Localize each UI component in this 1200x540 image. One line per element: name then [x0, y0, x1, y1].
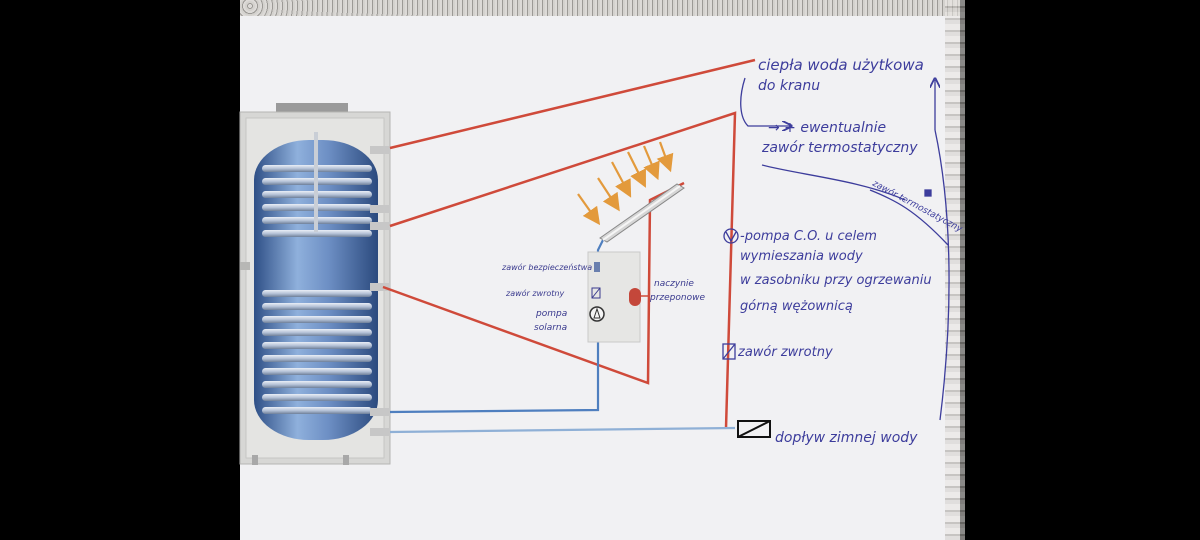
note-hot-water-line2: do kranu [758, 78, 820, 94]
lace-tablecloth-right [945, 0, 965, 540]
lace-tablecloth-top [240, 0, 960, 16]
pump-symbol [723, 228, 739, 244]
note-thermo-valve-line1: → + ewentualnie [768, 120, 886, 136]
sun-rays [577, 141, 674, 226]
hot-water-pipes [382, 58, 756, 429]
bracket-line [761, 164, 906, 201]
solar-pump-symbol [589, 306, 605, 322]
cold-water-valve-symbol [737, 420, 771, 438]
arrow-to-thermo-valve [740, 77, 790, 126]
thermo-valve-line [869, 189, 949, 246]
thermo-valve-symbol [924, 189, 932, 197]
check-valve-small-symbol [591, 287, 601, 299]
safety-valve-symbol [594, 262, 600, 272]
note-cold-water: dopływ zimnej wody [775, 430, 918, 446]
label-expansion-line1: naczynie [654, 279, 694, 289]
label-safety-valve: zawór bezpieczeństwa [501, 262, 592, 272]
check-valve-symbol [722, 343, 736, 360]
right-connection-line [934, 129, 950, 421]
label-expansion-line2: przeponowe [649, 293, 705, 303]
lower-coil [262, 290, 372, 414]
label-check-valve-small: zawór zwrotny [505, 288, 565, 298]
label-solar-pump-line2: solarna [534, 323, 567, 333]
water-tank [239, 103, 391, 465]
note-thermo-valve-line2: zawór termostatyczny [761, 140, 918, 156]
note-hot-water-line1: ciepła woda użytkowa [758, 56, 924, 74]
upper-coil [262, 165, 372, 237]
note-pump-line3: w zasobniku przy ogrzewaniu [740, 273, 932, 288]
note-pump-line4: górną wężownicą [740, 299, 853, 314]
note-thermo-valve-small: zawór termostatyczny [870, 177, 965, 234]
label-solar-pump-line1: pompa [535, 309, 567, 319]
note-check-valve: zawór zwrotny [737, 345, 833, 360]
expansion-vessel [629, 288, 648, 306]
note-pump-line2: wymieszania wody [740, 249, 863, 264]
solar-collector [599, 183, 685, 243]
note-pump-line1: -pompa C.O. u celem [740, 229, 877, 244]
